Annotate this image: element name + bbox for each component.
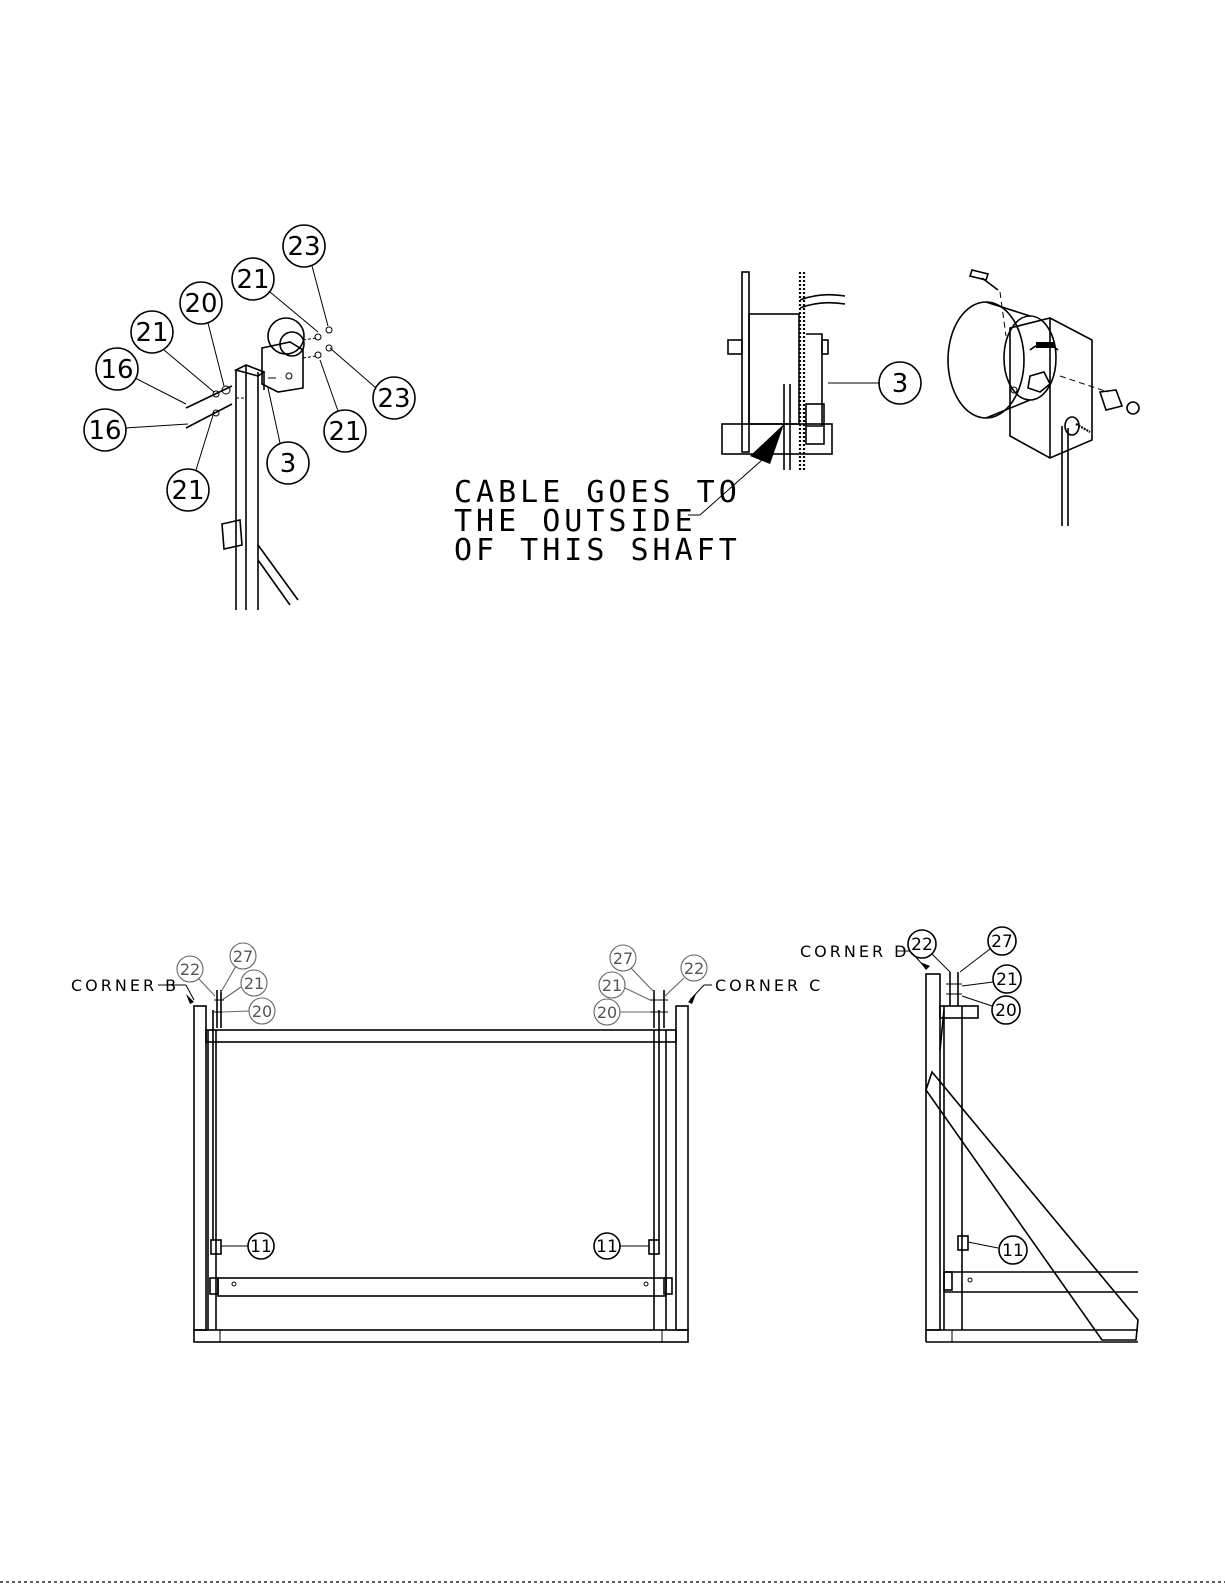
callout-20-left: 20 bbox=[222, 998, 275, 1024]
note-line-3: OF THIS SHAFT bbox=[454, 533, 741, 568]
callout-21-left: 21 bbox=[222, 970, 267, 1000]
callout-3-side: 3 bbox=[892, 369, 909, 399]
front-frame-view: CORNER B CORNER C 27 22 21 20 bbox=[71, 943, 823, 1342]
svg-text:21: 21 bbox=[244, 974, 264, 993]
callout-16-lower: 16 bbox=[84, 409, 188, 451]
corner-c-label: CORNER C bbox=[715, 976, 823, 995]
svg-text:22: 22 bbox=[684, 959, 704, 978]
svg-text:20: 20 bbox=[995, 1001, 1017, 1021]
svg-text:3: 3 bbox=[280, 449, 297, 479]
svg-text:11: 11 bbox=[1002, 1241, 1024, 1261]
svg-text:21: 21 bbox=[602, 976, 622, 995]
callout-11-side: 11 bbox=[968, 1236, 1027, 1264]
svg-text:27: 27 bbox=[991, 932, 1013, 952]
svg-text:16: 16 bbox=[88, 416, 121, 446]
svg-text:11: 11 bbox=[596, 1237, 618, 1257]
callout-11-right: 11 bbox=[594, 1233, 649, 1259]
svg-text:20: 20 bbox=[184, 289, 217, 319]
svg-text:21: 21 bbox=[236, 265, 269, 295]
callout-21-left-lower: 21 bbox=[167, 412, 214, 511]
svg-text:20: 20 bbox=[597, 1003, 617, 1022]
svg-text:27: 27 bbox=[613, 949, 633, 968]
callout-21-right: 21 bbox=[599, 972, 650, 1000]
svg-text:21: 21 bbox=[996, 970, 1018, 990]
callout-23-top: 23 bbox=[283, 225, 328, 326]
svg-text:22: 22 bbox=[911, 935, 933, 955]
cable-note: CABLE GOES TO THE OUTSIDE OF THIS SHAFT bbox=[454, 475, 741, 568]
svg-text:16: 16 bbox=[100, 355, 133, 385]
callout-21-side: 21 bbox=[962, 965, 1021, 993]
winch-isometric-view bbox=[948, 270, 1139, 526]
side-frame-view: CORNER D 22 27 21 20 11 bbox=[800, 927, 1138, 1342]
winch-post-exploded-view: 23 21 20 21 16 23 16 bbox=[84, 225, 415, 610]
callout-20-right: 20 bbox=[594, 999, 650, 1025]
svg-text:27: 27 bbox=[233, 947, 253, 966]
callout-11-left: 11 bbox=[221, 1233, 274, 1259]
svg-text:20: 20 bbox=[252, 1002, 272, 1021]
corner-d-label: CORNER D bbox=[800, 942, 909, 961]
callout-20: 20 bbox=[180, 282, 224, 386]
callout-16-upper: 16 bbox=[96, 348, 186, 404]
svg-text:21: 21 bbox=[328, 417, 361, 447]
callout-21-left-upper: 21 bbox=[131, 311, 214, 392]
callout-3-post: 3 bbox=[267, 388, 309, 484]
callout-22-right: 22 bbox=[665, 955, 707, 996]
svg-text:23: 23 bbox=[287, 232, 320, 262]
svg-text:21: 21 bbox=[135, 318, 168, 348]
svg-text:23: 23 bbox=[377, 384, 410, 414]
callout-20-side: 20 bbox=[962, 996, 1020, 1024]
callout-22-left: 22 bbox=[177, 956, 215, 996]
svg-text:22: 22 bbox=[180, 960, 200, 979]
svg-text:11: 11 bbox=[250, 1237, 272, 1257]
callout-23-right: 23 bbox=[330, 348, 415, 419]
svg-text:21: 21 bbox=[171, 476, 204, 506]
